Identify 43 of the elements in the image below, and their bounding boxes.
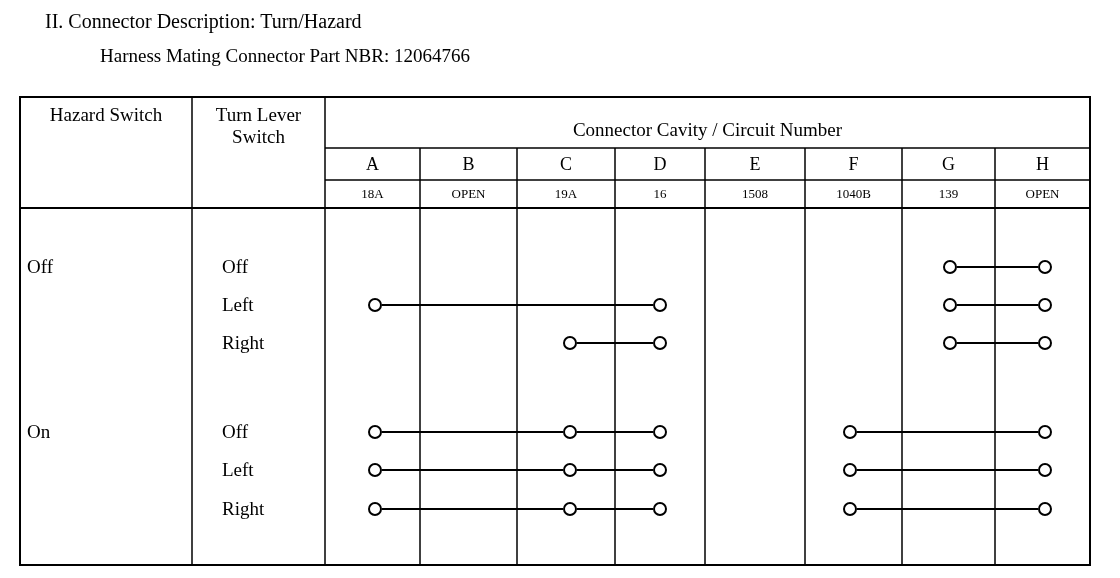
jumper-line [856, 469, 1039, 471]
jumper-line [576, 431, 654, 433]
jumper-line [381, 431, 564, 433]
turn-state: Left [222, 458, 255, 482]
cavity-letter: F [847, 153, 860, 176]
circuit-number: 16 [652, 185, 668, 203]
turn-state: Right [222, 331, 266, 355]
jumper-line [956, 266, 1039, 268]
jumper-line [576, 342, 654, 344]
jumper-line [381, 508, 564, 510]
jumper-line [856, 431, 1039, 433]
cavity-letter: D [652, 153, 668, 176]
column-header: Turn Lever Switch [214, 104, 303, 148]
jumper-line [381, 469, 564, 471]
hazard-state: Off [27, 255, 55, 279]
jumper-line [381, 304, 654, 306]
cavity-letter: A [365, 153, 380, 176]
turn-state: Right [222, 497, 266, 521]
circuit-number: 19A [553, 185, 579, 203]
column-header: Connector Cavity / Circuit Number [571, 118, 844, 142]
jumper-line [856, 508, 1039, 510]
circuit-number: 1040B [835, 185, 872, 203]
circuit-number: OPEN [450, 185, 487, 203]
cavity-letter: C [559, 153, 573, 176]
turn-state: Left [222, 293, 255, 317]
hazard-state: On [27, 420, 52, 444]
cavity-letter: H [1035, 153, 1050, 176]
cavity-letter: E [748, 153, 762, 176]
jumper-line [956, 304, 1039, 306]
jumper-line [576, 469, 654, 471]
part-number-text: Harness Mating Connector Part NBR: 12064766 [100, 44, 471, 68]
jumper-line [956, 342, 1039, 344]
circuit-number: 18A [360, 185, 385, 203]
column-header: Hazard Switch [48, 104, 164, 126]
jumper-line [576, 508, 654, 510]
section-title: II. Connector Description: Turn/Hazard [45, 9, 362, 35]
cavity-letter: B [461, 153, 476, 176]
turn-state: Off [222, 255, 250, 279]
circuit-number: OPEN [1024, 185, 1061, 203]
circuit-number: 1508 [741, 185, 769, 203]
cavity-letter: G [941, 153, 956, 176]
turn-state: Off [222, 420, 250, 444]
circuit-number: 139 [937, 185, 960, 203]
